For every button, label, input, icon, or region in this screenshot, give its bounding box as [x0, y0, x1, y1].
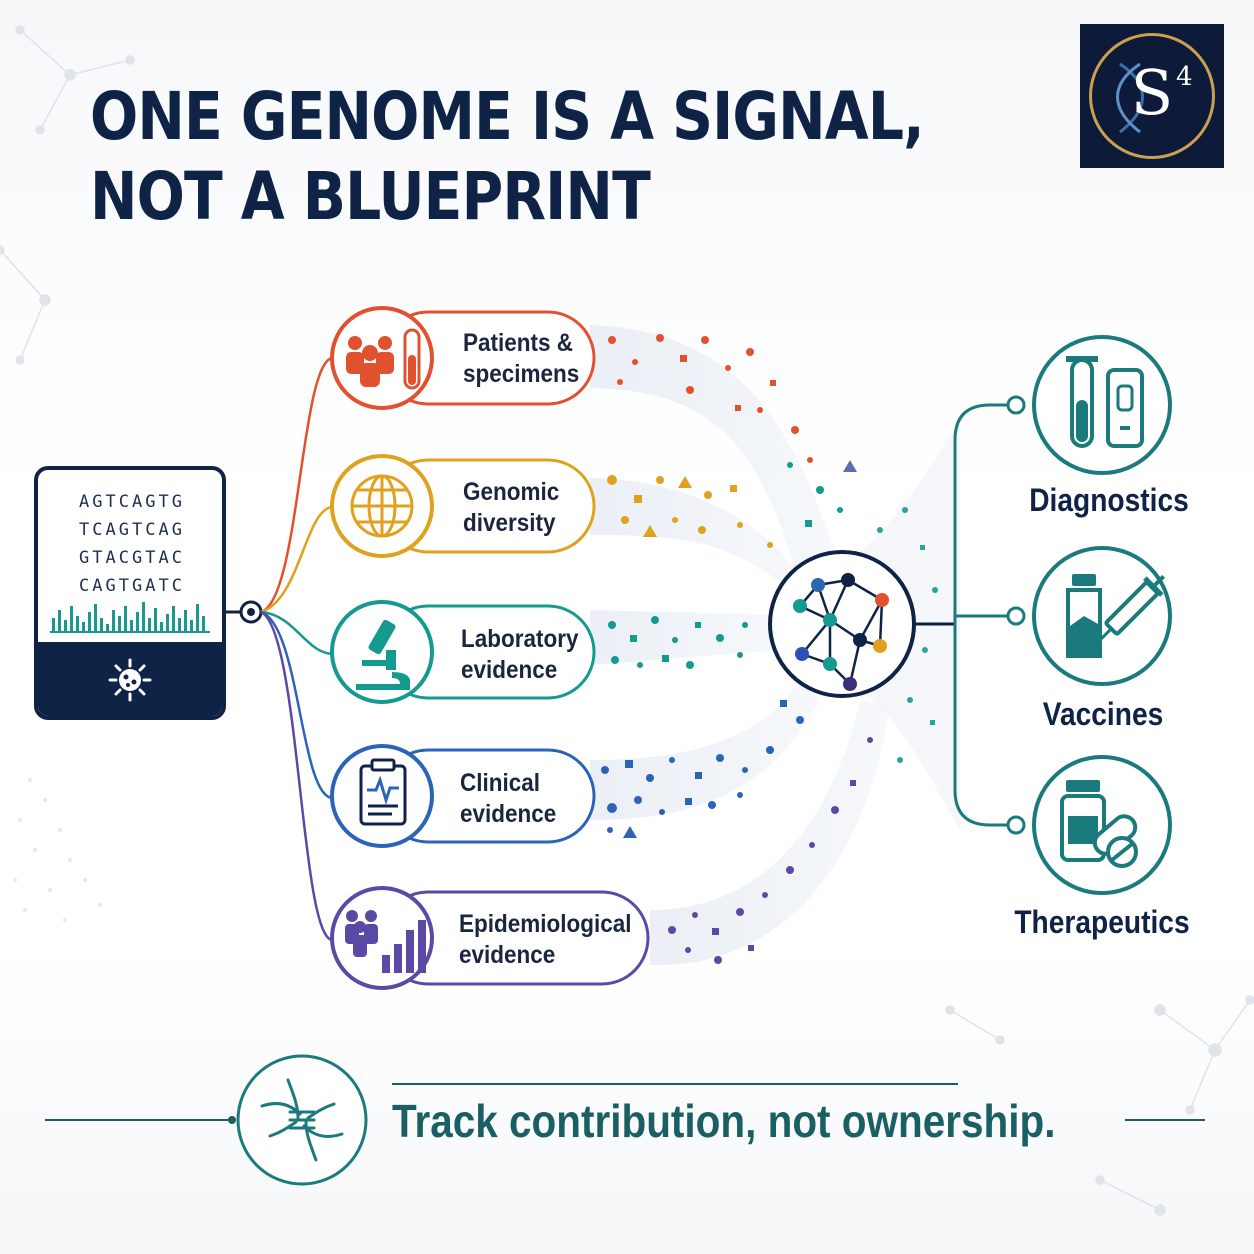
sequence-line: GTACGTAC: [79, 548, 185, 568]
pill-epidemiological-label-line-1: Epidemiological: [459, 910, 632, 938]
stream-band-genomic: [590, 478, 800, 590]
logo-superscript: 4: [1176, 62, 1193, 92]
clipboard-icon: [359, 758, 407, 826]
pill-patients: [330, 306, 596, 410]
pill-patients-label-line-1: Patients &: [463, 329, 574, 357]
network-hub: [768, 550, 916, 698]
output-diagnostics: [1032, 335, 1172, 475]
pill-genomic-label-line-1: Genomic: [463, 478, 560, 506]
output-therapeutics: [1032, 755, 1172, 895]
sequence-line: TCAGTCAG: [79, 520, 185, 540]
pill-epidemiological-label-line-2: evidence: [459, 941, 556, 969]
sequence-line: CAGTGATC: [79, 576, 185, 596]
pills-icon: [1060, 780, 1138, 868]
particles-genomic: [607, 475, 773, 548]
particles-patients: [608, 334, 813, 463]
pill-clinical: [330, 744, 596, 848]
pill-epidemiological: [330, 886, 650, 990]
footer-rule-dot: [228, 1116, 236, 1124]
pill-genomic: [330, 454, 596, 558]
branch-diagnostics: [953, 403, 1008, 624]
joined-hands-icon: [236, 1054, 368, 1186]
output-vaccines-label: Vaccines: [1042, 696, 1164, 732]
globe-icon: [350, 474, 414, 538]
stream-band-epidemiological: [650, 700, 890, 966]
pill-laboratory-label-line-1: Laboratory: [461, 625, 579, 653]
genome-card: AGTCAGTG TCAGTCAG GTACGTAC CAGTGATC: [34, 466, 226, 720]
particles-outputs: [843, 460, 938, 763]
sequence-line: AGTCAGTG: [79, 492, 185, 512]
footer-tagline: Track contribution, not ownership.: [392, 1095, 1056, 1147]
branch-genomic: [260, 505, 333, 614]
stream-band-clinical: [590, 680, 820, 820]
therapeutics-node: [1006, 815, 1026, 835]
network-icon: [793, 573, 889, 691]
microscope-icon: [356, 619, 411, 690]
genome-node-dot: [247, 608, 255, 616]
branch-therapeutics: [953, 624, 1008, 827]
output-vaccines: [1032, 546, 1172, 686]
page-title-line-1: ONE GENOME IS A SIGNAL,: [90, 78, 925, 155]
pill-laboratory-label-line-2: evidence: [461, 656, 558, 684]
test-tubes-icon: [1066, 356, 1144, 448]
stream-band-laboratory: [590, 610, 780, 665]
branch-laboratory: [260, 610, 333, 656]
page-title-line-2: NOT A BLUEPRINT: [90, 158, 651, 235]
population-chart-icon: [345, 910, 426, 973]
particles-laboratory: [608, 462, 843, 669]
vaccines-node: [1006, 606, 1026, 626]
pill-clinical-label-line-2: evidence: [460, 800, 557, 828]
logo-ring: [1089, 33, 1215, 159]
dna-helix-icon: [1116, 62, 1144, 134]
particles-epidemiological: [668, 737, 873, 964]
output-diagnostics-label: Diagnostics: [1029, 482, 1189, 518]
diagnostics-node: [1006, 395, 1026, 415]
s4-logo: S 4: [1080, 24, 1224, 168]
logo-letter: S: [1130, 56, 1174, 129]
pill-clinical-label-line-1: Clinical: [460, 769, 541, 797]
people-test-tube-icon: [346, 328, 421, 390]
stream-band-patients: [590, 325, 840, 590]
branch-patients: [260, 356, 333, 614]
vaccine-icon: [1066, 574, 1166, 658]
particles-clinical: [601, 700, 804, 838]
branch-epidemiological: [260, 610, 333, 942]
branch-clinical: [260, 610, 333, 800]
genome-card-footer: [38, 642, 222, 716]
pill-laboratory: [330, 600, 596, 704]
virus-icon: [108, 658, 152, 702]
pill-genomic-label-line-2: diversity: [463, 509, 556, 537]
pill-patients-label-line-2: specimens: [463, 360, 580, 388]
output-therapeutics-label: Therapeutics: [1014, 904, 1190, 940]
sequencing-trace-icon: [50, 602, 210, 633]
